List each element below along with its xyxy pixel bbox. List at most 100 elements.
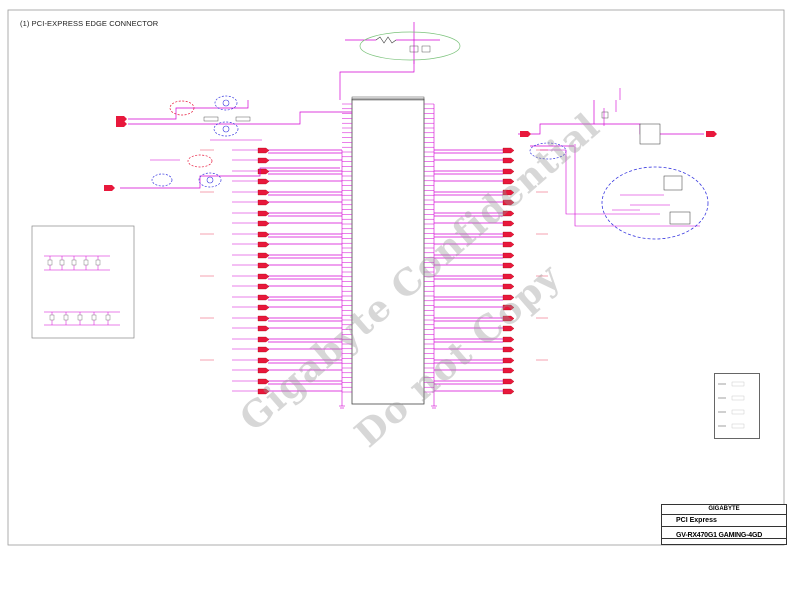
offpage-connector-right [502,241,515,248]
offpage-connector-left [257,210,270,217]
logic-gate [669,211,691,225]
offpage-connector-right [502,220,515,227]
offpage-connector-right [502,210,515,217]
offpage-connector-right [502,147,515,154]
title-block-divider [662,526,786,527]
offpage-connector-wake [104,185,115,191]
offpage-connector-left [257,168,270,175]
title-block: GIGABYTE PCI Express GV-RX470G1 GAMING-4… [661,504,787,545]
offpage-connector-left [257,283,270,290]
offpage-connector-right [502,168,515,175]
offpage-connector-left [257,273,270,280]
offpage-connector-left [257,294,270,301]
dashed-blue-ellipse [213,121,239,137]
offpage-connector-right [502,346,515,353]
edge-connector-header [351,96,425,101]
dashed-red-ellipse [187,154,213,168]
offpage-connector-left [257,252,270,259]
mosfet-symbol [222,125,230,133]
offpage-connector-right [502,189,515,196]
offpage-connector-right [502,262,515,269]
title-block-company: GIGABYTE [662,505,786,515]
decoupling-cap [77,314,83,321]
decoupling-cap [59,259,65,266]
decoupling-cap [91,314,97,321]
signal-wake [120,167,340,189]
resistor [203,116,219,122]
offpage-connector-right [502,357,515,364]
offpage-connector-right [502,157,515,164]
dashed-blue-ellipse [529,142,567,160]
edge-connector-body [351,98,425,405]
cap-symbol [421,45,431,53]
dashed-blue-ellipse [198,172,222,188]
signal-route [574,144,700,227]
offpage-connector-right [502,315,515,322]
dashed-blue-ellipse [214,95,238,111]
decoupling-cap [83,259,89,266]
decoupling-cap [47,259,53,266]
offpage-connector-right [502,388,515,395]
regulator-ic [639,123,661,145]
top-power-rail [339,22,415,100]
rail-3v3 [128,100,249,120]
offpage-connector-left [257,220,270,227]
decoupling-box [31,225,135,339]
sheet-frame [7,9,785,546]
offpage-connector-left [257,357,270,364]
offpage-connector-right [502,367,515,374]
offpage-connector-left [257,147,270,154]
cap-group-ellipse [359,31,461,61]
decoupling-cap [63,314,69,321]
offpage-connector-left [257,231,270,238]
offpage-connector-left [257,262,270,269]
title-block-divider-2 [662,538,786,539]
offpage-connector-left [257,367,270,374]
offpage-connector-left [257,388,270,395]
legend-text-placeholder [731,395,745,401]
dashed-red-ellipse [169,100,195,116]
offpage-connector-right [502,273,515,280]
dashed-blue-ellipse [151,173,173,187]
cap-symbol [409,45,419,53]
offpage-connector-right [502,178,515,185]
offpage-connector-topleft-2 [116,121,127,127]
section-title: (1) PCI-EXPRESS EDGE CONNECTOR [20,19,159,28]
offpage-connector-left [257,304,270,311]
offpage-connector-left [257,346,270,353]
legend-text-placeholder [731,423,745,429]
legend-text-placeholder [731,409,745,415]
offpage-connector-right [502,283,515,290]
decoupling-cap [49,314,55,321]
decoupling-cap [105,314,111,321]
offpage-connector-left [257,157,270,164]
offpage-connector-left [257,178,270,185]
resistor [235,116,251,122]
rail-right [518,100,595,135]
decoupling-cap [95,259,101,266]
offpage-connector-right-top [520,131,531,137]
offpage-connector-left [257,241,270,248]
offpage-connector-left [257,315,270,322]
offpage-connector-left [257,336,270,343]
cap-symbol [601,111,609,119]
title-block-model: GV-RX470G1 GAMING-4GD [676,532,763,539]
offpage-connector-rail-out [706,131,717,137]
title-block-title: PCI Express [676,517,717,524]
decoupling-cap [71,259,77,266]
offpage-connector-left [257,199,270,206]
offpage-connector-left [257,189,270,196]
offpage-connector-left [257,378,270,385]
dashed-blue-ellipse-large [601,166,709,240]
offpage-connector-right [502,304,515,311]
offpage-connector-right [502,252,515,259]
offpage-connector-right [502,378,515,385]
logic-gate [663,175,683,191]
signal-route [540,149,660,215]
mosfet-symbol [206,176,214,184]
net-legend-box [714,373,760,439]
legend-text-placeholder [731,381,745,387]
offpage-connector-right [502,199,515,206]
